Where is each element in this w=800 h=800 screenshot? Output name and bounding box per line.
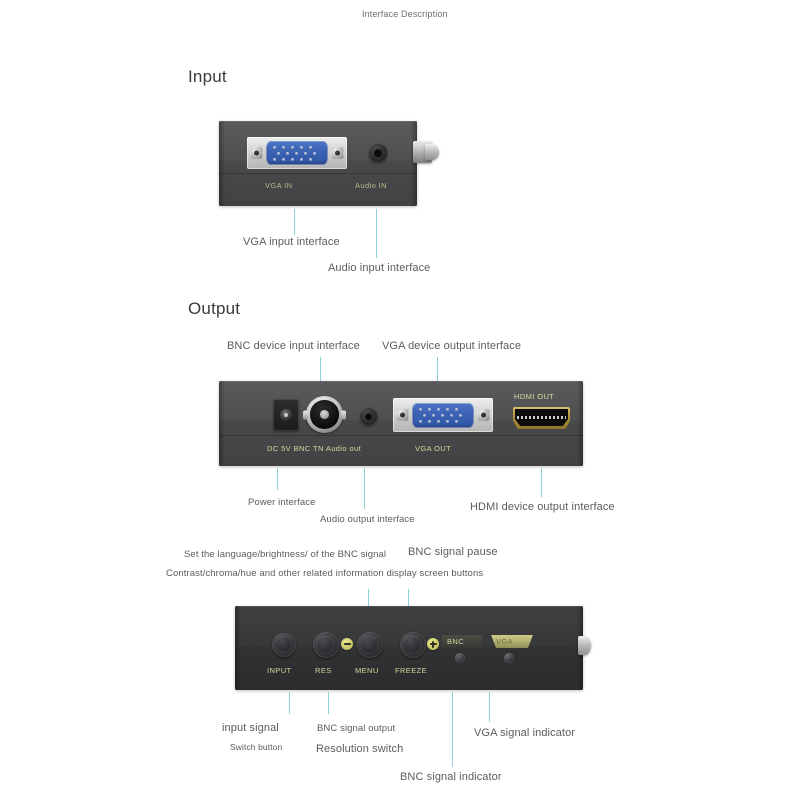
bnc-nameplate (442, 635, 482, 648)
bnc-out-port (303, 396, 346, 433)
panel-top-highlight (235, 606, 583, 607)
callout-resolution-switch: Resolution switch (316, 743, 404, 755)
callout-bnc-signal-pause: BNC signal pause (408, 546, 498, 558)
panel-top-highlight (219, 381, 583, 382)
minus-pad-icon (341, 638, 353, 650)
bnc-ear-left-icon (303, 410, 308, 419)
silk-vga-in: VGA IN (265, 181, 293, 190)
vga-screw-right-icon (331, 146, 344, 160)
leader-freeze-button (408, 589, 409, 606)
hdmi-out-port (513, 407, 570, 429)
menu-button[interactable] (357, 632, 383, 658)
section-heading-input: Input (188, 67, 227, 86)
vga-pin-array (412, 403, 474, 428)
leader-audio-output (364, 468, 365, 509)
input-device-panel: VGA IN Audio IN (219, 121, 417, 206)
silk-input: INPUT (267, 666, 292, 675)
callout-bnc-signal-output: BNC signal output (317, 723, 396, 734)
freeze-button[interactable] (400, 632, 426, 658)
panel-right-shade (411, 121, 417, 206)
vga-in-port (247, 137, 347, 169)
callout-hdmi-device-output: HDMI device output interface (470, 501, 615, 513)
page-title: Interface Description (362, 9, 448, 19)
leader-hdmi-device-output (541, 468, 542, 497)
audio-out-port (359, 407, 378, 426)
silk-hdmi-out: HDMI OUT (514, 392, 555, 401)
panel-left-shade (219, 381, 225, 466)
callout-language-brightness: Set the language/brightness/ of the BNC … (184, 549, 387, 560)
output-device-panel: DC 5V BNC TN Audio out VGA OUT HDMI OUT (219, 381, 583, 466)
panel-left-shade (235, 606, 241, 690)
control-panel-side-nub (578, 636, 591, 655)
leader-input-signal (289, 692, 290, 714)
hdmi-contacts-icon (517, 416, 566, 420)
leader-vga-device-output (437, 357, 438, 382)
leader-vga-signal-indicator (489, 692, 490, 722)
panel-seam (219, 435, 583, 436)
callout-vga-signal-indicator: VGA signal indicator (474, 727, 576, 739)
vga-led (504, 653, 514, 663)
bnc-led (455, 653, 465, 663)
silk-menu: MENU (355, 666, 379, 675)
leader-bnc-signal-output (328, 692, 329, 714)
silk-vga-out: VGA OUT (415, 444, 452, 453)
res-button[interactable] (313, 632, 339, 658)
silk-vga-indicator: VGA (496, 637, 514, 646)
silk-res: RES (315, 666, 332, 675)
callout-power-interface: Power interface (248, 497, 316, 508)
leader-menu-button (368, 589, 369, 606)
panel-seam (219, 173, 417, 174)
leader-bnc-device-input (320, 357, 321, 382)
leader-bnc-signal-indicator (452, 692, 453, 767)
vga-screw-right-icon (477, 408, 490, 422)
panel-top-highlight (219, 121, 417, 122)
audio-in-port (368, 143, 388, 163)
control-device-panel: INPUT RES MENU FREEZE BNC VGA (235, 606, 583, 690)
input-panel-side-nub (425, 144, 439, 160)
callout-vga-device-output: VGA device output interface (382, 340, 522, 352)
silk-audio-in: Audio IN (355, 181, 387, 190)
vga-screw-left-icon (250, 146, 263, 160)
silk-freeze: FREEZE (395, 666, 427, 675)
plus-pad-icon (427, 638, 439, 650)
dc-power-port (273, 399, 299, 431)
vga-connector-body (412, 402, 474, 428)
callout-audio-input: Audio input interface (328, 262, 431, 274)
vga-out-port (393, 398, 493, 432)
leader-power-interface (277, 468, 278, 490)
vga-screw-left-icon (396, 408, 409, 422)
bnc-ear-right-icon (341, 410, 346, 419)
panel-left-shade (219, 121, 225, 206)
vga-pin-array (266, 141, 328, 165)
leader-audio-input (376, 209, 377, 258)
vga-nameplate (491, 635, 533, 648)
callout-bnc-device-input: BNC device input interface (227, 340, 360, 352)
callout-contrast-chroma-hue: Contrast/chroma/hue and other related in… (166, 568, 484, 579)
vga-connector-body (266, 141, 328, 165)
callout-vga-input: VGA input interface (243, 236, 340, 248)
input-button[interactable] (272, 633, 296, 657)
silk-dc-bnc-audio: DC 5V BNC TN Audio out (267, 444, 362, 453)
callout-input-signal: input signal (222, 722, 279, 734)
panel-right-shade (577, 381, 583, 466)
section-heading-output: Output (188, 299, 241, 318)
silk-bnc-indicator: BNC (447, 637, 465, 646)
callout-switch-button: Switch button (230, 742, 283, 752)
callout-audio-output: Audio output interface (320, 514, 415, 525)
callout-bnc-signal-indicator: BNC signal indicator (400, 771, 502, 783)
leader-vga-input (294, 209, 295, 235)
